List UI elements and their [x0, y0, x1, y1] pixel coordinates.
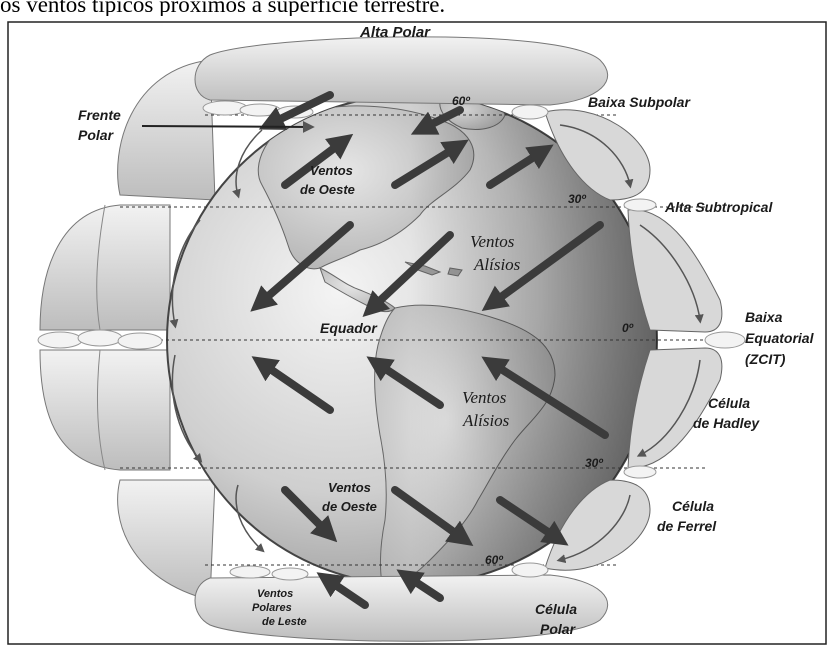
label-ventos-oeste-n-2: de Oeste: [300, 182, 355, 197]
label-baixa: Baixa: [745, 309, 783, 325]
wind-arrow: [486, 144, 554, 189]
lat-60n: 60º: [452, 94, 470, 108]
lat-30n: 30º: [568, 192, 586, 206]
hadley-cell-south: [627, 347, 723, 469]
ferrel-cell-north: [544, 109, 651, 201]
polar-cell-north: [194, 36, 609, 106]
wind-arrow: [362, 231, 454, 318]
label-polar: Polar: [78, 127, 115, 143]
wind-arrow: [396, 569, 444, 602]
wind-arrow: [496, 496, 569, 546]
label-celula-ferrel-1: Célula: [672, 498, 714, 514]
right-cells: [37, 36, 746, 642]
wind-arrow: [250, 221, 354, 312]
label-celula-hadley-1: Célula: [708, 395, 750, 411]
lat-0: 0º: [622, 321, 634, 335]
left-cells: [39, 59, 216, 601]
label-ventos-polares-2: Polares: [252, 602, 292, 614]
caption-text: os ventos típicos próximos à superfície …: [0, 0, 446, 16]
label-equador: Equador: [320, 320, 378, 336]
wind-arrow: [481, 221, 604, 312]
label-ventos-oeste-n-1: Ventos: [310, 163, 353, 178]
wind-arrow: [281, 486, 338, 543]
label-ventos-alisios-n-1: Ventos: [470, 232, 515, 251]
wind-arrow: [258, 91, 334, 130]
label-celula-polar-1: Célula: [535, 601, 577, 617]
label-celula-ferrel-2: de Ferrel: [657, 518, 717, 534]
labels: Alta Polar Baixa Subpolar Alta Subtropic…: [78, 24, 815, 637]
wind-arrow: [316, 572, 369, 609]
polar-cell-south: [194, 574, 609, 642]
label-alta-polar: Alta Polar: [359, 24, 431, 41]
label-baixa-subpolar: Baixa Subpolar: [588, 94, 691, 110]
wind-arrow: [481, 356, 609, 439]
frente-polar-pointer: [141, 120, 315, 133]
wind-arrow: [281, 133, 354, 189]
label-celula-polar-2: Polar: [540, 621, 577, 637]
lat-30s: 30º: [585, 456, 603, 470]
label-ventos-oeste-s-1: Ventos: [328, 480, 371, 495]
label-ventos-alisios-s-1: Ventos: [462, 388, 507, 407]
label-zcit: (ZCIT): [745, 351, 786, 367]
label-ventos-alisios-s-2: Alísios: [462, 411, 510, 430]
wind-arrow: [391, 139, 469, 189]
figure-frame: [7, 21, 827, 645]
label-frente: Frente: [78, 107, 121, 123]
wind-arrow: [251, 356, 334, 414]
label-ventos-oeste-s-2: de Oeste: [322, 499, 377, 514]
lat-60s: 60º: [485, 553, 503, 567]
label-alta-subtropical: Alta Subtropical: [664, 199, 773, 215]
label-celula-hadley-2: de Hadley: [693, 415, 760, 431]
hadley-cell-north: [627, 209, 723, 333]
wind-arrow: [366, 356, 444, 409]
label-ventos-alisios-n-2: Alísios: [473, 255, 521, 274]
ferrel-cell-south: [544, 479, 651, 571]
label-ventos-polares-3: de Leste: [262, 616, 307, 628]
label-ventos-polares-1: Ventos: [257, 588, 293, 600]
wind-arrow: [410, 106, 464, 135]
wind-arrow: [391, 486, 474, 546]
wind-arrows: [250, 91, 609, 609]
label-equatorial: Equatorial: [745, 330, 815, 346]
